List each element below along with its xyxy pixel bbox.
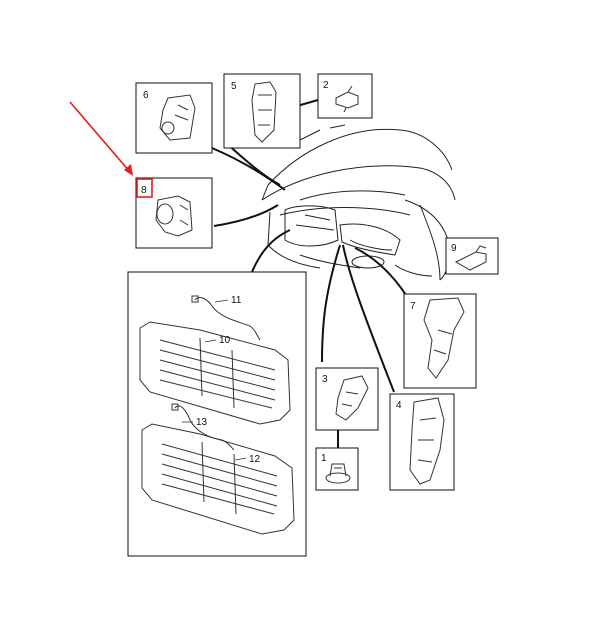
- part-label-2: 2: [323, 80, 329, 91]
- part-label-5: 5: [231, 81, 237, 92]
- grille-shutter-box[interactable]: 11 10 13 12: [127, 271, 307, 557]
- part-box-2[interactable]: 2: [317, 73, 373, 119]
- part-box-9[interactable]: 9: [445, 237, 499, 275]
- harness-13-drawing: [171, 403, 235, 451]
- fastener-1-drawing: [325, 463, 351, 484]
- shutter-10-drawing: [139, 321, 291, 425]
- part-3-drawing: [335, 375, 369, 421]
- part-4-drawing: [409, 397, 445, 485]
- part-5-drawing: [251, 81, 277, 143]
- part-8-drawing: [155, 195, 193, 237]
- fastener-2-drawing: [335, 85, 359, 113]
- part-label-8: 8: [141, 185, 147, 196]
- callout-10: 10: [219, 335, 231, 346]
- part-box-5[interactable]: 5: [223, 73, 301, 149]
- callout-13: 13: [196, 417, 208, 428]
- part-7-drawing: [423, 297, 465, 379]
- part-box-1[interactable]: 1: [315, 447, 359, 491]
- part-box-6[interactable]: 6: [135, 82, 213, 154]
- part-label-3: 3: [322, 374, 328, 385]
- part-label-4: 4: [396, 400, 402, 411]
- highlight-arrow: [69, 101, 133, 176]
- part-box-8[interactable]: 8: [135, 177, 213, 249]
- shutter-12-drawing: [141, 423, 295, 535]
- part-box-7[interactable]: 7: [403, 293, 477, 389]
- part-box-4[interactable]: 4: [389, 393, 455, 491]
- part-label-9: 9: [451, 243, 457, 254]
- part-label-6: 6: [143, 90, 149, 101]
- callout-12: 12: [249, 454, 261, 465]
- fastener-9-drawing: [454, 245, 487, 271]
- highlight-frame: [136, 178, 153, 198]
- part-6-drawing: [159, 94, 196, 141]
- harness-11-drawing: [191, 295, 261, 341]
- part-label-7: 7: [410, 301, 416, 312]
- part-label-1: 1: [321, 453, 327, 464]
- callout-11: 11: [231, 295, 242, 306]
- connector-lines: [211, 99, 409, 448]
- part-box-3[interactable]: 3: [315, 367, 379, 431]
